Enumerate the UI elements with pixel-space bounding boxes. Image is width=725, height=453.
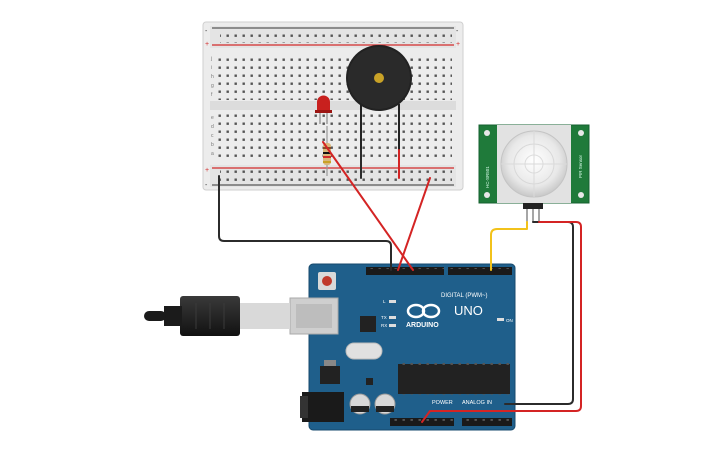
wire-gnd-breadboard[interactable]	[218, 175, 392, 271]
rail-minus-label-bottom: -	[205, 182, 208, 189]
pir-side-text-left: HC-SR501	[485, 166, 490, 188]
rail-plus-label: +	[205, 41, 209, 48]
red-led[interactable]	[315, 95, 332, 124]
rail-minus-label: -	[205, 28, 208, 35]
row-letter-h: h	[211, 74, 214, 80]
row-letter-g: g	[211, 83, 214, 89]
row-letter-c: c	[211, 133, 214, 139]
row-letter-e: e	[211, 115, 214, 121]
pir-side-text-right: PIR Sensor	[578, 154, 583, 178]
power-label: POWER	[432, 400, 453, 406]
analog-label: ANALOG IN	[462, 400, 492, 406]
breadboard: - + - + + - j i h g f e d c b a	[202, 21, 464, 191]
row-letter-d: d	[211, 124, 214, 130]
rail-minus-label-right: -	[456, 28, 459, 35]
usb-cable	[144, 296, 290, 336]
row-letter-b: b	[211, 142, 214, 148]
rail-plus-label-bottom: +	[205, 167, 209, 174]
reset-button[interactable]	[322, 276, 332, 286]
led-label-l: L	[383, 299, 386, 304]
row-letter-j: j	[210, 56, 212, 62]
led-label-tx: TX	[381, 315, 387, 320]
row-letter-f: f	[211, 92, 213, 98]
wire-pin12-buzzer[interactable]	[397, 177, 431, 271]
led-label-rx: RX	[381, 323, 387, 328]
wire-pir-vcc[interactable]	[421, 221, 582, 423]
arduino-logo: ARDUINO	[406, 303, 441, 329]
digital-label: DIGITAL (PWM~)	[441, 293, 488, 299]
arduino-model: UNO	[454, 303, 483, 318]
row-letter-i: i	[211, 65, 212, 71]
resistor[interactable]	[323, 126, 331, 176]
row-letter-a: a	[211, 151, 214, 157]
wire-pin13-led[interactable]	[322, 141, 414, 271]
arduino-uno: DIGITAL (PWM~) ARDUINO UNO L TX RX ON	[289, 263, 516, 431]
pir-motion-sensor[interactable]: HC-SR501 PIR Sensor	[478, 124, 590, 222]
rail-plus-label-right: +	[456, 41, 460, 48]
piezo-buzzer[interactable]	[346, 45, 412, 150]
on-label: ON	[506, 318, 513, 323]
arduino-brand: ARDUINO	[406, 322, 439, 329]
wire-pir-signal[interactable]	[490, 221, 528, 271]
